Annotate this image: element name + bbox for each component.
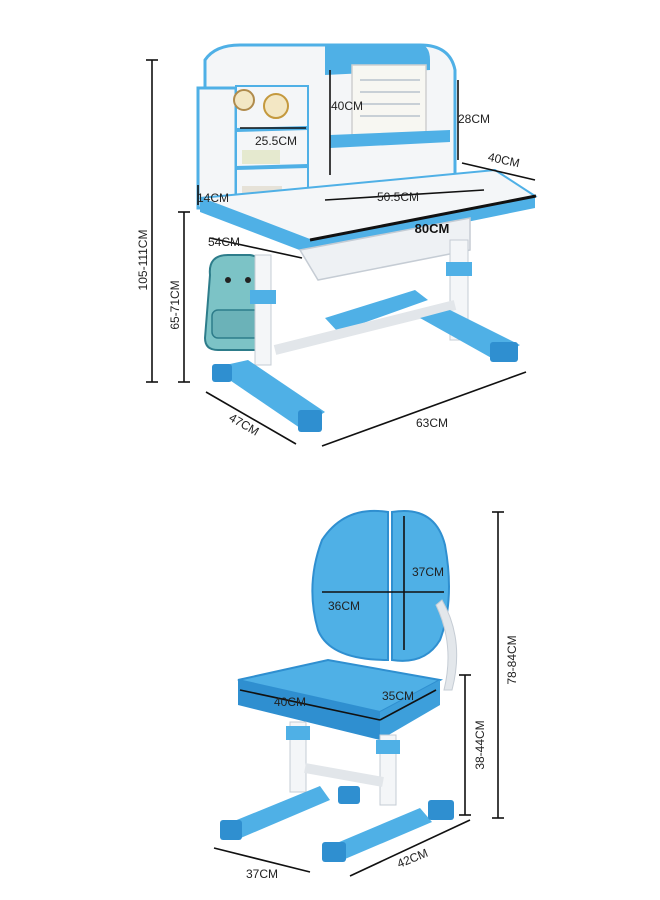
desk-right-depth-label: 40CM	[487, 150, 521, 170]
desk-alarm-clock-icon	[263, 93, 289, 119]
desk-upper-shelf-height-label: 28CM	[458, 112, 490, 126]
desk-inner-width-label: 50.5CM	[377, 190, 419, 204]
chair-dimension-lines	[213, 511, 504, 877]
desk-shelf-depth-label: 14CM	[197, 191, 229, 205]
desk-upper-shelf	[330, 130, 450, 148]
chair-total-height-label: 78-84CM	[505, 635, 519, 684]
chair-base-width-label: 37CM	[246, 867, 278, 881]
desk-shelf-divider	[235, 164, 309, 170]
chair-back-width-label: 36CM	[328, 599, 360, 613]
chair-backrest-support	[435, 599, 458, 691]
desk-foot-rest	[325, 290, 428, 332]
chair-back-height-label: 37CM	[412, 565, 444, 579]
chair-right-base	[325, 808, 432, 862]
desk-left-shelf-unit	[196, 86, 238, 210]
desk-illustration	[196, 43, 538, 432]
desk-height-label: 65-71CM	[168, 280, 182, 329]
chair-base-depth-label: 42CM	[395, 846, 430, 871]
desk-hutch-height-label: 40CM	[331, 99, 363, 113]
desk-left-base	[212, 360, 325, 428]
chair-left-base	[222, 786, 330, 840]
desk-books-icon	[242, 150, 280, 164]
desk-backpack-icon	[203, 254, 269, 351]
desk-reading-stand	[351, 64, 427, 136]
chair-seat-height-label: 38-44CM	[473, 720, 487, 769]
chair-illustration	[220, 509, 458, 862]
chair-backrest-right	[391, 510, 450, 662]
desk-clock-icon	[233, 89, 255, 111]
desk-left-leg	[254, 254, 272, 366]
chair-backrest-left	[311, 509, 389, 662]
chair-dimension-labels: 37CM 36CM 78-84CM 38-44CM 40CM 35CM 37CM…	[246, 565, 519, 881]
desk-dimension-lines	[146, 59, 537, 447]
desk-cross-bar	[273, 300, 457, 355]
chair-seat-depth-label: 35CM	[382, 689, 414, 703]
desk-base-width-label: 63CM	[416, 416, 448, 430]
desk-top-width-label: 80CM	[415, 221, 450, 236]
desk-top-depth-label: 54CM	[208, 235, 240, 249]
desk-total-height-label: 105-111CM	[136, 230, 150, 291]
desk-top-front-edge	[200, 196, 535, 254]
chair-seat-width-label: 40CM	[274, 695, 306, 709]
chair-cross-bar	[304, 763, 384, 787]
desk-dimension-labels: 105-111CM 65-71CM 47CM 63CM 25.5CM 14CM …	[136, 99, 521, 439]
desk-drawer	[298, 217, 471, 281]
desk-shelf-width-label: 25.5CM	[255, 134, 297, 148]
chair-seat-front	[238, 680, 380, 740]
